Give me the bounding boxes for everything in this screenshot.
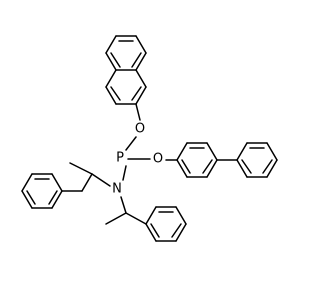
bond: [120, 196, 127, 214]
bond: [105, 86, 117, 105]
structure-canvas: O P O: [21, 35, 278, 242]
bond: [135, 86, 147, 105]
bond: [48, 190, 58, 205]
bond: [69, 162, 93, 175]
bond: [131, 86, 142, 101]
bond: [51, 173, 63, 192]
nitrogen-atom: N: [112, 182, 122, 197]
bond: [125, 212, 147, 225]
bond-to-oxygen: [135, 103, 141, 121]
nitrogen-bonds: [91, 173, 127, 214]
bond: [171, 223, 182, 238]
lower-phenylethyl-group: [105, 206, 187, 242]
bond: [206, 142, 218, 161]
phosphorus-atom: P: [116, 151, 124, 166]
bond: [105, 212, 127, 225]
molecule-structure: O P O: [21, 35, 278, 242]
phosphorus-bonds: [122, 136, 178, 181]
bond: [206, 159, 218, 178]
bond: [105, 52, 117, 71]
bond: [135, 35, 147, 54]
bond: [175, 206, 187, 225]
bond: [145, 206, 157, 225]
bond: [175, 223, 187, 242]
bond: [266, 142, 278, 161]
bond: [21, 190, 33, 209]
bond: [51, 190, 63, 209]
bond: [176, 159, 188, 178]
bond: [266, 159, 278, 178]
oxygen-atom-right: O: [153, 152, 163, 167]
bond: [262, 159, 273, 174]
bond: [131, 52, 142, 68]
bond: [122, 165, 127, 181]
upper-naphthyl-group: [105, 35, 147, 121]
bond: [110, 86, 121, 101]
bond: [150, 223, 160, 238]
bond: [236, 159, 248, 178]
bond: [145, 223, 157, 242]
bond: [81, 173, 93, 192]
right-naphthyl-group: [176, 142, 278, 178]
left-phenylethyl-group: [21, 162, 93, 209]
bond: [135, 69, 147, 88]
bond: [181, 159, 191, 174]
bond: [105, 35, 117, 54]
bond: [125, 136, 137, 151]
oxygen-atom-upper: O: [135, 122, 145, 137]
bond: [105, 69, 117, 88]
bond: [110, 52, 121, 68]
bond: [26, 190, 36, 205]
bond: [21, 173, 33, 192]
bond: [135, 52, 147, 71]
bond: [91, 173, 111, 187]
bond: [202, 159, 213, 174]
bond: [241, 159, 252, 174]
bond: [236, 142, 248, 161]
bond: [176, 142, 188, 161]
